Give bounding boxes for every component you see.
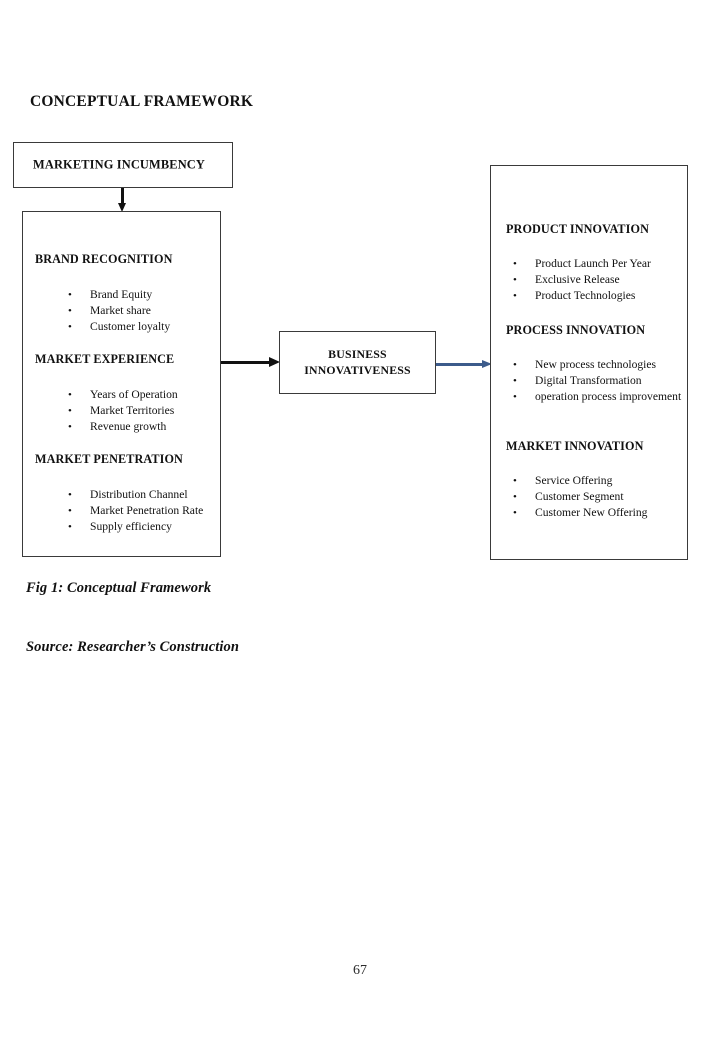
business-innovativeness-box: BUSINESS INNOVATIVENESS <box>279 331 436 394</box>
marketing-incumbency-box: MARKETING INCUMBENCY <box>13 142 233 188</box>
list-item: Product Launch Per Year <box>513 256 689 272</box>
list-item: Market share <box>68 303 228 319</box>
arrow-down-icon <box>118 188 127 212</box>
arrow-shaft <box>121 188 124 205</box>
arrow-head <box>118 203 126 212</box>
outcomes-box: PRODUCT INNOVATION Product Launch Per Ye… <box>490 165 688 560</box>
list-product-innovation: Product Launch Per Year Exclusive Releas… <box>513 256 689 305</box>
list-item: Customer Segment <box>513 489 689 505</box>
arrow-right-black-icon <box>221 357 280 368</box>
list-market-innovation: Service Offering Customer Segment Custom… <box>513 473 689 522</box>
marketing-incumbency-label: MARKETING INCUMBENCY <box>33 157 205 172</box>
arrow-shaft <box>221 361 271 365</box>
list-item: Service Offering <box>513 473 689 489</box>
group-heading-market-innovation: MARKET INNOVATION <box>506 439 644 453</box>
arrow-right-blue-icon <box>436 360 492 369</box>
center-label-line-2: INNOVATIVENESS <box>304 362 411 377</box>
group-heading-market-penetration: MARKET PENETRATION <box>35 452 183 466</box>
list-market-penetration: Distribution Channel Market Penetration … <box>68 487 228 536</box>
arrow-head <box>269 357 280 367</box>
figure-caption: Fig 1: Conceptual Framework <box>26 580 212 596</box>
page-title: CONCEPTUAL FRAMEWORK <box>30 93 254 110</box>
group-heading-product-innovation: PRODUCT INNOVATION <box>506 222 649 236</box>
list-market-experience: Years of Operation Market Territories Re… <box>68 387 228 436</box>
list-brand-recognition: Brand Equity Market share Customer loyal… <box>68 287 228 336</box>
outcomes-content: PRODUCT INNOVATION Product Launch Per Ye… <box>491 166 687 559</box>
center-label-line-1: BUSINESS <box>328 346 387 361</box>
source-note: Source: Researcher’s Construction <box>26 639 240 655</box>
list-item: Market Territories <box>68 403 228 419</box>
page-number: 67 <box>353 963 367 978</box>
group-heading-market-experience: MARKET EXPERIENCE <box>35 352 175 366</box>
list-item: Customer loyalty <box>68 319 228 335</box>
list-item: operation process improvement <box>513 389 689 405</box>
group-heading-process-innovation: PROCESS INNOVATION <box>506 323 646 337</box>
list-item: Customer New Offering <box>513 505 689 521</box>
list-item: New process technologies <box>513 357 689 373</box>
list-item: Years of Operation <box>68 387 228 403</box>
list-item: Brand Equity <box>68 287 228 303</box>
business-innovativeness-label: BUSINESS INNOVATIVENESS <box>304 347 411 379</box>
arrow-shaft <box>436 363 484 366</box>
list-item: Distribution Channel <box>68 487 228 503</box>
antecedents-box: BRAND RECOGNITION Brand Equity Market sh… <box>22 211 221 557</box>
antecedents-content: BRAND RECOGNITION Brand Equity Market sh… <box>23 212 220 556</box>
list-item: Exclusive Release <box>513 272 689 288</box>
list-item: Market Penetration Rate <box>68 503 228 519</box>
arrow-head <box>482 360 492 368</box>
list-process-innovation: New process technologies Digital Transfo… <box>513 357 689 406</box>
list-item: Digital Transformation <box>513 373 689 389</box>
list-item: Revenue growth <box>68 419 228 435</box>
list-item: Product Technologies <box>513 288 689 304</box>
list-item: Supply efficiency <box>68 519 228 535</box>
group-heading-brand-recognition: BRAND RECOGNITION <box>35 252 173 266</box>
